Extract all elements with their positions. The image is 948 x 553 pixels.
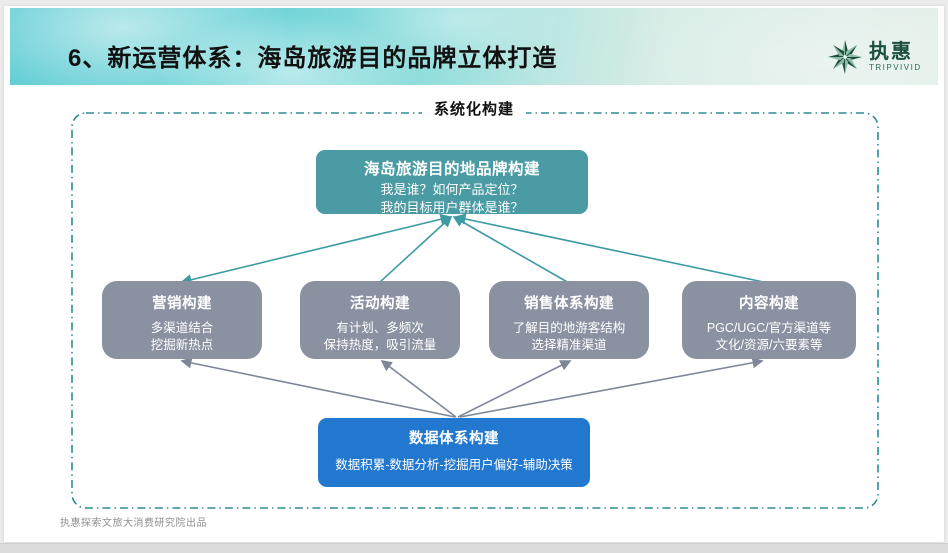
activity-line1: 有计划、多频次 bbox=[336, 321, 424, 335]
brand-building-line1: 我是谁？如何产品定位？ bbox=[380, 182, 524, 197]
content-box: 内容构建 PGC/UGC/官方渠道等 文化/资源/六要素等 bbox=[682, 281, 856, 359]
sales-system-title: 销售体系构建 bbox=[524, 296, 614, 312]
sales-system-body: 了解目的地游客结构 选择精准渠道 bbox=[489, 320, 649, 354]
marketing-line1: 多渠道结合 bbox=[150, 321, 214, 335]
data-system-box: 数据体系构建 数据积累-数据分析-挖掘用户偏好-辅助决策 bbox=[318, 418, 590, 487]
activity-line2: 保持热度，吸引流量 bbox=[323, 337, 437, 352]
content-line1: PGC/UGC/官方渠道等 bbox=[706, 321, 832, 335]
marketing-body: 多渠道结合 挖掘新热点 bbox=[102, 320, 262, 354]
data-system-title: 数据体系构建 bbox=[409, 431, 499, 447]
slide-title: 6、新运营体系：海岛旅游目的品牌立体打造 bbox=[68, 45, 558, 72]
tripvivid-logo: 执惠 TRIPVIVID bbox=[826, 36, 934, 78]
sales-system-box: 销售体系构建 了解目的地游客结构 选择精准渠道 bbox=[489, 281, 649, 359]
brand-building-title: 海岛旅游目的地品牌构建 bbox=[363, 161, 540, 178]
footer-credit: 执惠探索文旅大消费研究院出品 bbox=[60, 518, 207, 529]
brand-building-box: 海岛旅游目的地品牌构建 我是谁？如何产品定位？ 我的目标用户群体是谁？ bbox=[316, 150, 588, 215]
sales-system-line2: 选择精准渠道 bbox=[531, 337, 607, 352]
marketing-line2: 挖掘新热点 bbox=[150, 337, 214, 352]
slide-bottom-bar bbox=[0, 543, 948, 553]
brand-building-line2: 我的目标用户群体是谁？ bbox=[380, 199, 524, 215]
content-title: 内容构建 bbox=[739, 296, 799, 312]
section-label: 系统化构建 bbox=[421, 96, 527, 121]
activity-body: 有计划、多频次 保持热度，吸引流量 bbox=[300, 320, 460, 354]
header-beach-photo bbox=[10, 8, 938, 85]
activity-box: 活动构建 有计划、多频次 保持热度，吸引流量 bbox=[300, 281, 460, 359]
sales-system-line1: 了解目的地游客结构 bbox=[512, 321, 626, 335]
marketing-box: 营销构建 多渠道结合 挖掘新热点 bbox=[102, 281, 262, 359]
activity-title: 活动构建 bbox=[350, 296, 410, 312]
data-system-line1: 数据积累-数据分析-挖掘用户偏好-辅助决策 bbox=[335, 458, 573, 472]
starburst-logo-icon bbox=[827, 39, 863, 75]
logo-subtitle: TRIPVIVID bbox=[869, 63, 922, 72]
content-body: PGC/UGC/官方渠道等 文化/资源/六要素等 bbox=[682, 320, 856, 354]
content-line2: 文化/资源/六要素等 bbox=[715, 337, 823, 352]
logo-name: 执惠 bbox=[869, 41, 913, 63]
marketing-title: 营销构建 bbox=[152, 296, 212, 312]
